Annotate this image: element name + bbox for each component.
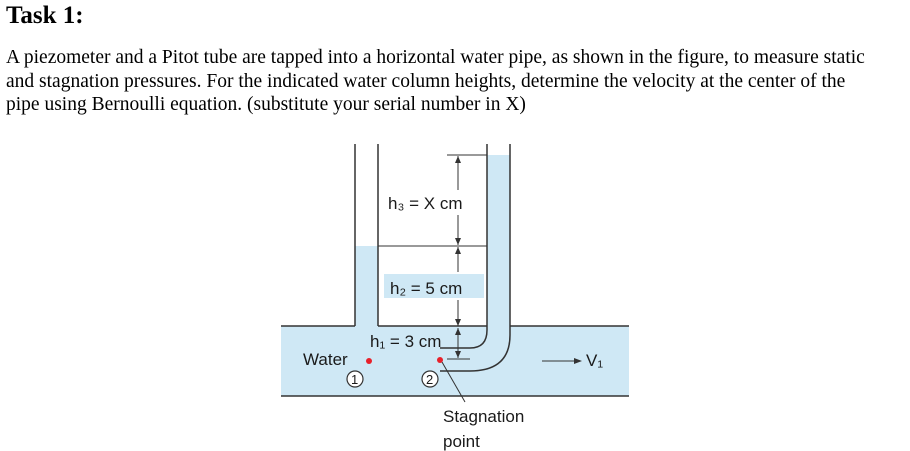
point-1-label: 1 <box>351 372 358 387</box>
h2-label-bg <box>384 274 484 298</box>
description-line-1: A piezometer and a Pitot tube are tapped… <box>6 47 865 68</box>
point-1-badge <box>346 370 364 388</box>
h2-arrow-up <box>455 247 461 254</box>
h3-arrow-up <box>455 156 461 163</box>
velocity-label: V₁ <box>586 351 603 370</box>
piezometer-water <box>355 246 378 328</box>
h3-label: h₃ = X cm <box>388 194 462 213</box>
h1-arrow-up <box>455 328 461 335</box>
description-line-2: and stagnation pressures. For the indica… <box>6 70 846 92</box>
velocity-arrowhead <box>574 358 582 364</box>
point-2-label: 2 <box>426 372 433 387</box>
pitot-outer-wall <box>440 144 511 372</box>
point-1-marker <box>366 358 372 364</box>
description-line-3: pipe using Bernoulli equation. (substitu… <box>6 94 526 115</box>
h2-label: h₂ = 5 cm <box>390 279 462 298</box>
h1-label: h₁ = 3 cm <box>370 332 441 351</box>
task-description: A piezometer and a Pitot tube are tapped… <box>6 46 906 117</box>
point-2-badge <box>421 370 439 388</box>
h3-label-bg <box>384 190 484 214</box>
stagnation-label-line-2: point <box>443 432 480 451</box>
stagnation-label-line-1: Stagnation <box>443 407 524 426</box>
stagnation-leader-line <box>441 361 466 403</box>
h3-arrow-down <box>455 238 461 245</box>
pitot-inner-wall <box>440 144 488 349</box>
h1-arrow-down <box>455 351 461 358</box>
task-title: Task 1: <box>6 2 84 29</box>
point-2-marker <box>437 357 443 363</box>
pitot-water <box>440 155 510 371</box>
h2-arrow-down <box>455 319 461 326</box>
water-label: Water <box>303 350 348 369</box>
